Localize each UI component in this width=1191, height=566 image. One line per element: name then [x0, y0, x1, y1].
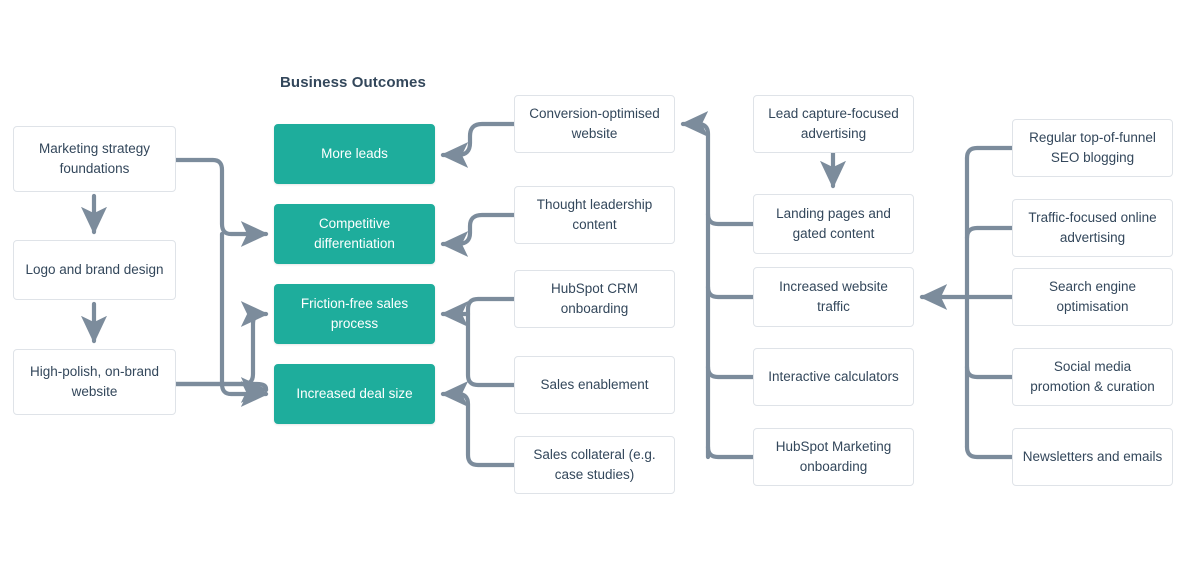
- node-newsletters-and-emails[interactable]: Newsletters and emails: [1012, 428, 1173, 486]
- node-traffic-focused-online-advertising[interactable]: Traffic-focused online advertising: [1012, 199, 1173, 257]
- node-label: HubSpot CRM onboarding: [550, 281, 639, 316]
- node-label: Interactive calculators: [768, 369, 899, 385]
- wire-crm-to-friction-free: [465, 296, 517, 388]
- wire-marketing-onboarding-to-trunk: [705, 444, 756, 460]
- node-conversion-optimised-website[interactable]: Conversion-optimised website: [514, 95, 675, 153]
- wire-trunk-col4: [680, 110, 756, 227]
- wire-collateral-to-deal-size: [440, 380, 517, 468]
- node-thought-leadership-content[interactable]: Thought leadership content: [514, 186, 675, 244]
- page-title: Business Outcomes: [280, 74, 426, 91]
- node-increased-website-traffic[interactable]: Increased website traffic: [753, 267, 914, 327]
- node-label: HubSpot Marketing onboarding: [775, 439, 892, 474]
- node-high-polish-on-brand-website[interactable]: High-polish, on-brand website: [13, 349, 176, 415]
- node-social-media-promotion-curation[interactable]: Social media promotion & curation: [1012, 348, 1173, 406]
- node-label: Competitive differentiation: [314, 216, 395, 251]
- node-lead-capture-focused-advertising[interactable]: Lead capture-focused advertising: [753, 95, 914, 153]
- node-regular-top-of-funnel-seo-blogging[interactable]: Regular top-of-funnel SEO blogging: [1012, 119, 1173, 177]
- node-label: High-polish, on-brand website: [29, 364, 160, 399]
- node-increased-deal-size[interactable]: Increased deal size: [274, 364, 435, 424]
- node-label: Regular top-of-funnel SEO blogging: [1029, 130, 1156, 165]
- node-more-leads[interactable]: More leads: [274, 124, 435, 184]
- wire-social-to-trunk: [964, 364, 1015, 380]
- node-landing-pages-and-gated-content[interactable]: Landing pages and gated content: [753, 194, 914, 254]
- node-label: Friction-free sales process: [300, 296, 409, 331]
- node-label: Search engine optimisation: [1048, 279, 1137, 314]
- node-label: Logo and brand design: [25, 262, 164, 278]
- node-label: Traffic-focused online advertising: [1028, 210, 1157, 245]
- node-label: Increased deal size: [296, 386, 413, 402]
- node-label: Lead capture-focused advertising: [768, 106, 899, 141]
- wire-thought-leadership-to-competitive: [440, 212, 517, 258]
- wire-strategy-to-competitive: [173, 157, 269, 248]
- node-label: Social media promotion & curation: [1030, 359, 1155, 394]
- node-label: Sales enablement: [540, 377, 649, 393]
- wire-calculators-to-trunk: [705, 364, 756, 380]
- node-label: Increased website traffic: [779, 279, 888, 314]
- node-logo-and-brand-design[interactable]: Logo and brand design: [13, 240, 176, 300]
- wire-traffic-to-trunk: [705, 284, 756, 300]
- node-label: Thought leadership content: [536, 197, 653, 232]
- node-search-engine-optimisation[interactable]: Search engine optimisation: [1012, 268, 1173, 326]
- node-marketing-strategy-foundations[interactable]: Marketing strategy foundations: [13, 126, 176, 192]
- node-sales-collateral[interactable]: Sales collateral (e.g. case studies): [514, 436, 675, 494]
- wire-traffic-ads-to-trunk: [964, 225, 1015, 241]
- node-hubspot-crm-onboarding[interactable]: HubSpot CRM onboarding: [514, 270, 675, 328]
- node-label: Sales collateral (e.g. case studies): [533, 447, 656, 482]
- node-label: Landing pages and gated content: [776, 206, 891, 241]
- node-label: Conversion-optimised website: [529, 106, 660, 141]
- node-label: Newsletters and emails: [1022, 449, 1163, 465]
- wire-seo-blogging-to-trunk: [964, 145, 1015, 161]
- wire-website-to-deal-size: [173, 364, 280, 393]
- node-hubspot-marketing-onboarding[interactable]: HubSpot Marketing onboarding: [753, 428, 914, 486]
- node-sales-enablement[interactable]: Sales enablement: [514, 356, 675, 414]
- node-label: Marketing strategy foundations: [38, 141, 151, 176]
- node-competitive-differentiation[interactable]: Competitive differentiation: [274, 204, 435, 264]
- wire-conversion-to-more-leads: [440, 121, 517, 169]
- node-friction-free-sales-process[interactable]: Friction-free sales process: [274, 284, 435, 344]
- node-label: More leads: [321, 146, 388, 162]
- wire-newsletters-to-trunk: [964, 444, 1015, 460]
- node-interactive-calculators[interactable]: Interactive calculators: [753, 348, 914, 406]
